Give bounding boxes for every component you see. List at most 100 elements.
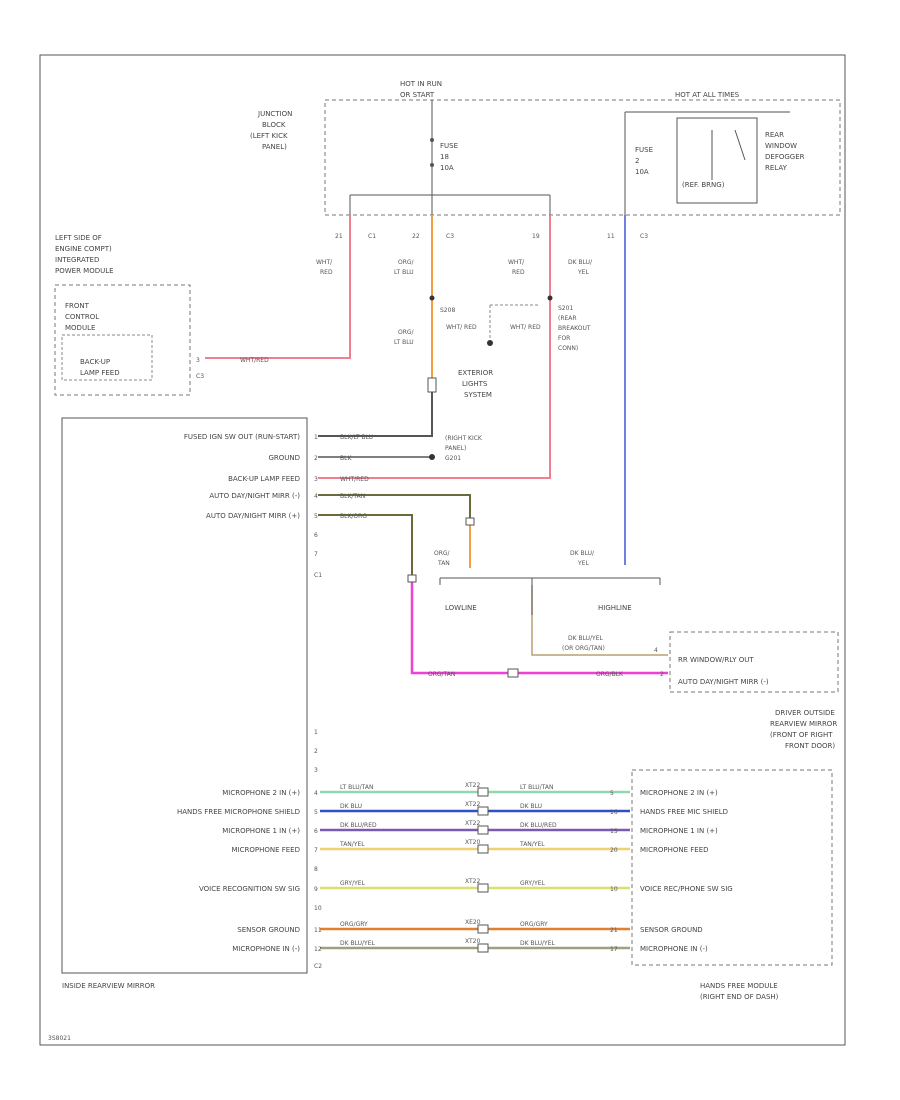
small-wire-2a: WHT/ RED [510,324,541,331]
mirror-pin-wire: BLK [340,455,352,462]
mic-left-pin: 9 [314,886,318,893]
engine-label-1: LEFT SIDE OF [55,234,102,242]
dkblu-yel-pin: 4 [654,647,658,654]
relay-label-2: WINDOW [765,142,797,150]
fuse-left-num: 18 [440,153,449,161]
mirror-conn-c1: C1 [314,572,322,579]
fuse-left-label: FUSE [440,142,458,150]
mirror-mid-pin-2: 2 [314,748,318,755]
outside-mirror-pin-1: RR WINDOW/RLY OUT [678,656,754,664]
inside-mirror-label: INSIDE REARVIEW MIRROR [62,982,155,990]
mirror-pin-label: GROUND [268,454,300,462]
mirror-pin-wire: BLK/LT BLU [340,434,373,441]
engine-label-4: POWER MODULE [55,267,114,275]
mic-right-label: MICROPHONE FEED [640,846,709,854]
org-tan-b: TAN [437,560,450,567]
mirror-pin-number: 1 [314,434,318,441]
splice-s201-dot [547,295,553,301]
org-ltblu-mid-b: LT BLU [394,339,414,346]
mirror-pin-wire: BLK/TAN [340,493,365,500]
ground-dot [429,454,435,460]
mic-left-pin: 5 [314,809,318,816]
wire-magenta-left [410,582,508,675]
highline-note: (OR ORG/TAN) [562,645,605,652]
conn-magenta [507,668,519,678]
exterior-splice-dot [487,340,493,346]
lowline: LOWLINE [445,604,477,612]
mic-wire-color-left: GRY/YEL [340,880,366,887]
mic-wire-color-right: GRY/YEL [520,880,546,887]
wire-dkblu-yel-b: YEL [577,269,589,276]
org-tan-a: ORG/ [434,550,451,557]
mic-wire-color-left: DK BLU [340,803,362,810]
conn-blk-org [407,574,417,583]
wht-red-long: WHT/RED [240,357,269,364]
junction-block-label-4: PANEL) [262,143,287,151]
mic-left-pin: 4 [314,790,318,797]
mirror-pin-wire: WHT/RED [340,476,369,483]
outer-frame [39,54,846,1046]
mirror-pin-label: AUTO DAY/NIGHT MIRR (+) [206,512,300,520]
mic-right-pin: 10 [610,886,618,893]
mirror-pin-number: 2 [314,455,318,462]
mic-wire-splice-box [477,806,489,816]
exterior-lights-2: LIGHTS [462,380,488,388]
mic-splice-code: XT22 [465,878,480,885]
wire-blk-tan [318,494,471,518]
mic-right-pin: 17 [610,946,618,953]
driver-mirror-4: FRONT DOOR) [785,742,835,750]
jpin-22: 22 [412,233,420,240]
mic-left-pin: 11 [314,927,322,934]
fuse-left-amp: 10A [440,164,454,172]
splice-s208-dot [429,295,435,301]
mic-right-pin: 20 [610,847,618,854]
relay-contact [734,129,746,161]
mic-left-label: SENSOR GROUND [237,926,300,934]
mic-wire-splice-box [477,787,489,797]
driver-mirror-3: (FRONT OF RIGHT [770,731,833,739]
relay-label-4: RELAY [765,164,788,172]
mic-wire-color-right: DK BLU [520,803,542,810]
fuse-right-num: 2 [635,157,639,165]
wire-org-ltblu-b: LT BLU [394,269,414,276]
fcm-inner [61,334,153,381]
mic-left-label: MICROPHONE FEED [231,846,300,854]
mic-wire-color-left: DK BLU/YEL [340,940,375,947]
dkblu-yel-bottom-a: DK BLU/ [570,550,595,557]
junction-block-label-3: (LEFT KICK [250,132,288,140]
fcm-conn: C3 [196,373,204,380]
mic-splice-code: XT22 [465,801,480,808]
driver-mirror-1: DRIVER OUTSIDE [775,709,835,717]
ground-g201-1: (RIGHT KICK [445,435,483,442]
top-feed-line1: HOT IN RUN [400,80,442,88]
fcm-pin: 3 [196,357,200,364]
outside-mirror-outline [669,631,839,693]
mic-right-pin: 5 [610,790,614,797]
junction-block-outline [324,99,841,216]
pink-left-label: ORG/TAN [428,671,455,678]
mirror-pin-number: 4 [314,493,318,500]
mic-right-label: MICROPHONE IN (-) [640,945,708,953]
mirror-mid-pin-1: 1 [314,729,318,736]
mic-wire-color-left: TAN/YEL [339,841,365,848]
mic-wire-color-right: ORG/GRY [520,921,548,928]
wire-wht-red-2a: WHT/ [508,259,525,266]
relay-label-1: REAR [765,131,784,139]
splice-s208: S208 [440,307,455,314]
mirror-conn-c2: C2 [314,963,322,970]
mic-splice-code: XT22 [465,782,480,789]
mic-left-label: HANDS FREE MICROPHONE SHIELD [177,808,300,816]
relay-label-3: DEFOGGER [765,153,805,161]
mirror-mid-pin-3: 3 [314,767,318,774]
mic-left-label: MICROPHONE 1 IN (+) [222,827,300,835]
driver-mirror-2: REARVIEW MIRROR [770,720,837,728]
mic-wire-color-right: TAN/YEL [519,841,545,848]
mic-right-label: MICROPHONE 2 IN (+) [640,789,718,797]
inside-mirror-box [61,417,308,974]
mic-left-label: VOICE RECOGNITION SW SIG [199,885,300,893]
fuse-left-dot [430,138,434,142]
mic-right-label: VOICE REC/PHONE SW SIG [640,885,733,893]
mirror-pin-10: 10 [314,905,322,912]
wire-wht-red-1a: WHT/ [316,259,333,266]
